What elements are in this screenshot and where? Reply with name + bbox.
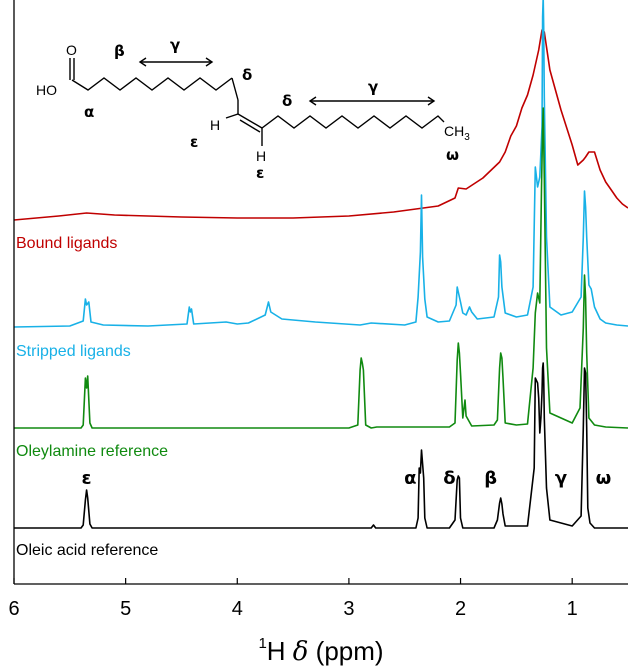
molecule-labels: O HO α β γ δ ε H δ γ CH3 ω H ε xyxy=(36,36,470,182)
x-tick-label-6: 1 xyxy=(567,598,578,620)
h-bond-1 xyxy=(225,113,239,119)
series-label-3: Oleylamine reference xyxy=(16,443,168,460)
gamma-arrow-2-right xyxy=(427,96,436,106)
x-ticks: 6 5 4 3 2 1 xyxy=(8,578,578,620)
chain-2 xyxy=(231,77,239,101)
peak-label-4: β xyxy=(484,468,497,489)
gamma-arrow-1-left xyxy=(138,57,147,67)
x-tick-label-5: 2 xyxy=(455,598,466,620)
mol-delta-1: δ xyxy=(242,66,252,84)
x-tick-label-1: 6 xyxy=(8,598,19,620)
peak-label-1: ε xyxy=(82,468,92,489)
mol-h-1: H xyxy=(210,117,220,133)
mol-ho: HO xyxy=(36,82,57,98)
x-axis-title-unit: (ppm) xyxy=(308,636,383,666)
x-tick-label-3: 4 xyxy=(232,598,243,620)
x-tick-label-2: 5 xyxy=(120,598,131,620)
mol-delta-2: δ xyxy=(282,92,292,110)
series-line-1 xyxy=(13,29,628,221)
peak-label-2: α xyxy=(404,468,416,489)
x-axis-title-sup: 1 xyxy=(258,635,266,652)
mol-epsilon-2: ε xyxy=(256,164,264,182)
x-axis-title-main: H xyxy=(267,636,293,666)
x-axis-title: 1H δ (ppm) xyxy=(258,635,383,667)
peak-label-5: γ xyxy=(555,468,567,489)
mol-h-2: H xyxy=(256,148,266,164)
mol-alpha: α xyxy=(84,103,94,121)
mol-ch3-main: CH xyxy=(444,123,464,139)
gamma-arrow-2-left xyxy=(308,96,317,106)
series-line-3 xyxy=(14,107,628,429)
peak-label-3: δ xyxy=(443,468,455,489)
series-label-4: Oleic acid reference xyxy=(16,542,158,559)
mol-beta: β xyxy=(114,42,125,60)
mol-omega: ω xyxy=(446,146,459,164)
gamma-arrow-1-right xyxy=(205,57,214,67)
chain-1 xyxy=(71,77,233,91)
mol-epsilon-1: ε xyxy=(190,133,198,151)
x-axis-title-delta: δ xyxy=(293,637,309,667)
mol-o: O xyxy=(66,42,77,58)
oleic-acid-structure xyxy=(69,57,445,146)
chain-4 xyxy=(261,115,445,129)
spectra-group xyxy=(13,0,628,529)
series-line-2 xyxy=(13,0,628,328)
mol-gamma-2: γ xyxy=(368,78,378,96)
peak-label-6: ω xyxy=(596,468,612,489)
double-bond-b xyxy=(239,119,261,133)
mol-ch3: CH3 xyxy=(444,123,470,143)
series-label-2: Stripped ligands xyxy=(16,343,131,360)
series-label-1: Bound ligands xyxy=(16,235,117,252)
x-tick-label-4: 3 xyxy=(343,598,354,620)
double-bond-a xyxy=(237,113,263,129)
mol-ch3-sub: 3 xyxy=(464,132,470,143)
mol-gamma-1: γ xyxy=(170,36,180,54)
series-line-4 xyxy=(14,362,628,529)
